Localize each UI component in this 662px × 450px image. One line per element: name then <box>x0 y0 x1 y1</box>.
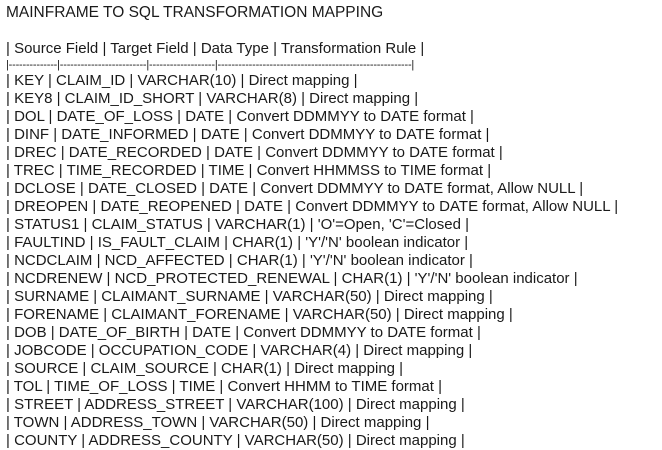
table-row: | DOB | DATE_OF_BIRTH | DATE | Convert D… <box>6 324 481 341</box>
table-row: | SURNAME | CLAIMANT_SURNAME | VARCHAR(5… <box>6 288 493 305</box>
table-row: | KEY8 | CLAIM_ID_SHORT | VARCHAR(8) | D… <box>6 90 419 107</box>
table-row: | KEY | CLAIM_ID | VARCHAR(10) | Direct … <box>6 72 358 89</box>
document-page: MAINFRAME TO SQL TRANSFORMATION MAPPING … <box>6 0 662 450</box>
table-row: | FAULTIND | IS_FAULT_CLAIM | CHAR(1) | … <box>6 234 469 251</box>
table-row: | NCDRENEW | NCD_PROTECTED_RENEWAL | CHA… <box>6 270 578 287</box>
table-row: | NCDCLAIM | NCD_AFFECTED | CHAR(1) | 'Y… <box>6 252 473 269</box>
table-row: | DREOPEN | DATE_REOPENED | DATE | Conve… <box>6 198 619 215</box>
table-row: | COUNTY | ADDRESS_COUNTY | VARCHAR(50) … <box>6 432 465 449</box>
table-body: | KEY | CLAIM_ID | VARCHAR(10) | Direct … <box>6 72 662 450</box>
table-row: | STATUS1 | CLAIM_STATUS | VARCHAR(1) | … <box>6 216 470 233</box>
table-row: | DREC | DATE_RECORDED | DATE | Convert … <box>6 144 503 161</box>
table-separator-row: |--------------|------------------------… <box>6 59 415 71</box>
table-row: | TOL | TIME_OF_LOSS | TIME | Convert HH… <box>6 378 442 395</box>
table-row: | DOL | DATE_OF_LOSS | DATE | Convert DD… <box>6 108 474 125</box>
document-title: MAINFRAME TO SQL TRANSFORMATION MAPPING <box>6 4 384 21</box>
table-header-row: | Source Field | Target Field | Data Typ… <box>6 40 425 57</box>
table-row: | SOURCE | CLAIM_SOURCE | CHAR(1) | Dire… <box>6 360 404 377</box>
table-row: | FORENAME | CLAIMANT_FORENAME | VARCHAR… <box>6 306 513 323</box>
table-row: | DCLOSE | DATE_CLOSED | DATE | Convert … <box>6 180 584 197</box>
table-row: | JOBCODE | OCCUPATION_CODE | VARCHAR(4)… <box>6 342 473 359</box>
table-row: | TOWN | ADDRESS_TOWN | VARCHAR(50) | Di… <box>6 414 430 431</box>
table-row: | STREET | ADDRESS_STREET | VARCHAR(100)… <box>6 396 465 413</box>
table-row: | DINF | DATE_INFORMED | DATE | Convert … <box>6 126 490 143</box>
table-row: | TREC | TIME_RECORDED | TIME | Convert … <box>6 162 492 179</box>
